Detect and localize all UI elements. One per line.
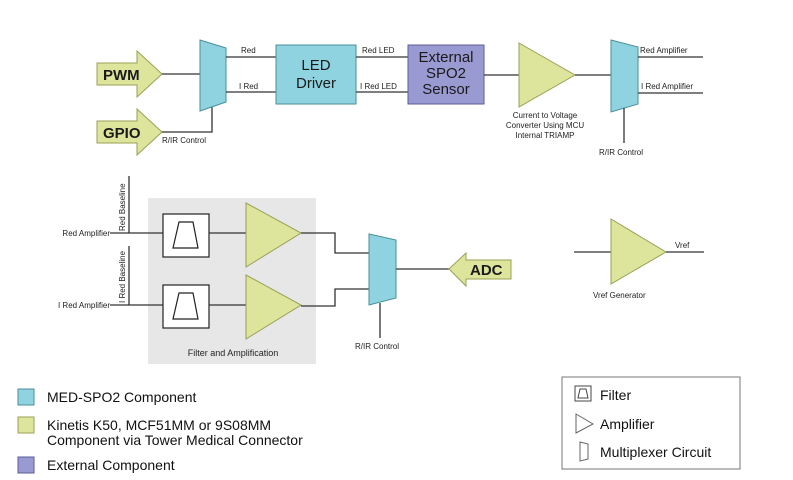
filter-icon (574, 385, 592, 402)
multiplexer-icon (579, 441, 589, 462)
amplifier-icon (575, 413, 595, 434)
i-red-signal-label: I Red (239, 82, 258, 91)
legend-swatch-kinetis (17, 416, 35, 434)
red-filter (162, 213, 210, 258)
red-led-label: Red LED (362, 46, 395, 55)
wire-i-red-amp-mux (301, 288, 369, 307)
color-legend: MED-SPO2 Component Kinetis K50, MCF51MM … (17, 388, 303, 474)
i-red-filter (162, 284, 210, 329)
triamp-label-line3: Internal TRIAMP (516, 131, 575, 140)
mux2-control-label: R/IR Control (599, 148, 643, 157)
red-baseline-label: Red Baseline (118, 183, 127, 231)
pwm-input-arrow: PWM (96, 49, 163, 99)
symbol-legend-amplifier: Amplifier (600, 416, 655, 432)
gpio-label: GPIO (103, 125, 141, 142)
triamp-label-line2: Converter Using MCU (506, 121, 584, 130)
symbol-legend-filter: Filter (600, 387, 631, 403)
vref-generator-label: Vref Generator (593, 291, 646, 300)
i-red-baseline-label: I Red Baseline (118, 250, 127, 303)
svg-text:Sensor: Sensor (422, 81, 470, 98)
filter-amplification-label: Filter and Amplification (188, 348, 279, 358)
red-amplifier (245, 202, 302, 268)
legend-label-kinetis-line2: Component via Tower Medical Connector (47, 432, 303, 448)
adc-label: ADC (470, 262, 503, 279)
wire-gpio-mux-control (162, 105, 213, 133)
svg-text:SPO2: SPO2 (426, 65, 466, 82)
led-driver-block: LED Driver (275, 44, 357, 105)
gpio-input-arrow: GPIO (96, 107, 163, 157)
wire-red-amp-mux (301, 232, 369, 254)
legend-label-med-spo2: MED-SPO2 Component (47, 389, 197, 405)
svg-text:LED: LED (301, 57, 330, 74)
mux3-control-label: R/IR Control (355, 342, 399, 351)
legend-label-external: External Component (47, 457, 175, 473)
multiplexer-2 (610, 39, 639, 113)
i-red-amplifier-in-label: I Red Amplifier (58, 301, 110, 310)
pwm-label: PWM (103, 67, 140, 84)
symbol-legend-multiplexer: Multiplexer Circuit (600, 444, 711, 460)
i-red-amplifier-out-label: I Red Amplifier (641, 82, 693, 91)
legend-label-kinetis-line1: Kinetis K50, MCF51MM or 9S08MM (47, 417, 271, 433)
i-red-amplifier (245, 274, 302, 340)
legend-swatch-med-spo2 (17, 388, 35, 406)
legend-swatch-external (17, 456, 35, 474)
svg-text:Driver: Driver (296, 75, 336, 92)
adc-arrow: ADC (448, 251, 512, 288)
vref-label: Vref (675, 241, 690, 250)
multiplexer-1 (199, 39, 227, 112)
mux1-control-label: R/IR Control (162, 136, 206, 145)
red-amplifier-out-label: Red Amplifier (640, 46, 688, 55)
symbol-legend: Filter Amplifier Multiplexer Circuit (561, 376, 741, 470)
vref-generator-amplifier (610, 218, 667, 285)
multiplexer-3 (368, 233, 397, 306)
red-signal-label: Red (241, 46, 256, 55)
i-red-led-label: I Red LED (360, 82, 397, 91)
svg-text:External: External (418, 49, 473, 66)
triamp-label-line1: Current to Voltage (513, 111, 578, 120)
red-amplifier-in-label: Red Amplifier (62, 229, 110, 238)
triamp-amplifier (518, 42, 577, 108)
external-spo2-sensor-block: External SPO2 Sensor (407, 44, 485, 105)
